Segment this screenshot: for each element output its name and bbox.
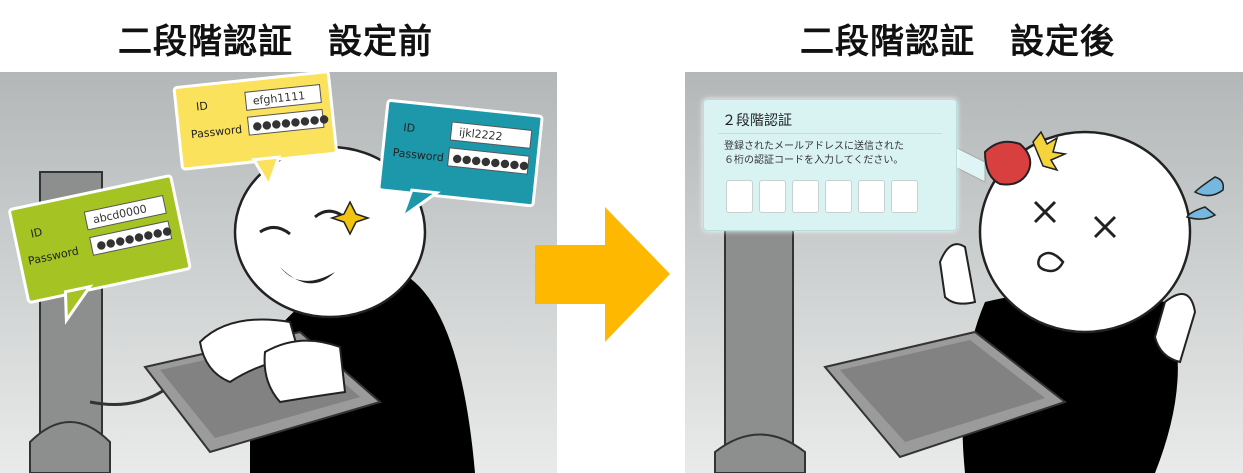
credential-3-id-label: ID — [403, 121, 416, 135]
code-input-group — [726, 180, 918, 213]
two-factor-message: 登録されたメールアドレスに送信された ６桁の認証コードを入力してください。 — [724, 140, 944, 168]
credential-2-id-value: efgh1111 — [252, 89, 306, 107]
credential-3-id-value: ijkl2222 — [458, 126, 503, 143]
credential-2-id-label: ID — [195, 99, 208, 113]
credential-bubble-2: ID efgh1111 Password ●●●●●●●● — [172, 72, 338, 189]
credential-1-id-label: ID — [29, 226, 43, 241]
title-after: 二段階認証 設定後 — [800, 22, 1115, 62]
boxing-glove-icon — [954, 130, 1068, 186]
title-before: 二段階認証 設定前 — [118, 22, 433, 62]
hands — [198, 318, 347, 404]
code-digit-input-2[interactable] — [759, 180, 786, 213]
illustration-after — [714, 130, 1225, 473]
code-digit-input-5[interactable] — [858, 180, 885, 213]
credential-2-password-label: Password — [190, 123, 242, 141]
credential-bubble-1: ID abcd0000 Password ●●●●●●●● — [8, 174, 192, 325]
code-digit-input-4[interactable] — [825, 180, 852, 213]
person-knocked-out — [938, 130, 1197, 473]
code-digit-input-3[interactable] — [792, 180, 819, 213]
divider — [718, 133, 942, 134]
credential-3-password-label: Password — [392, 146, 444, 164]
sweat-drops-icon — [1185, 176, 1225, 220]
panel-after: ２段階認証 登録されたメールアドレスに送信された ６桁の認証コードを入力してくだ… — [685, 72, 1243, 473]
credential-bubble-3: ID ijkl2222 Password ●●●●●●●● — [377, 98, 544, 222]
two-factor-dialog: ２段階認証 登録されたメールアドレスに送信された ６桁の認証コードを入力してくだ… — [703, 99, 957, 231]
two-factor-message-line-2: ６桁の認証コードを入力してください。 — [724, 155, 904, 166]
arrow-right-icon — [535, 207, 670, 342]
keyboard — [823, 330, 1068, 459]
two-factor-title: ２段階認証 — [722, 113, 792, 129]
panel-before: ID abcd0000 Password ●●●●●●●● ID efgh111… — [0, 72, 557, 473]
two-factor-message-line-1: 登録されたメールアドレスに送信された — [724, 141, 904, 152]
monitor — [714, 221, 806, 473]
code-digit-input-6[interactable] — [891, 180, 918, 213]
code-digit-input-1[interactable] — [726, 180, 753, 213]
illustration-before: ID abcd0000 Password ●●●●●●●● ID efgh111… — [8, 72, 544, 473]
